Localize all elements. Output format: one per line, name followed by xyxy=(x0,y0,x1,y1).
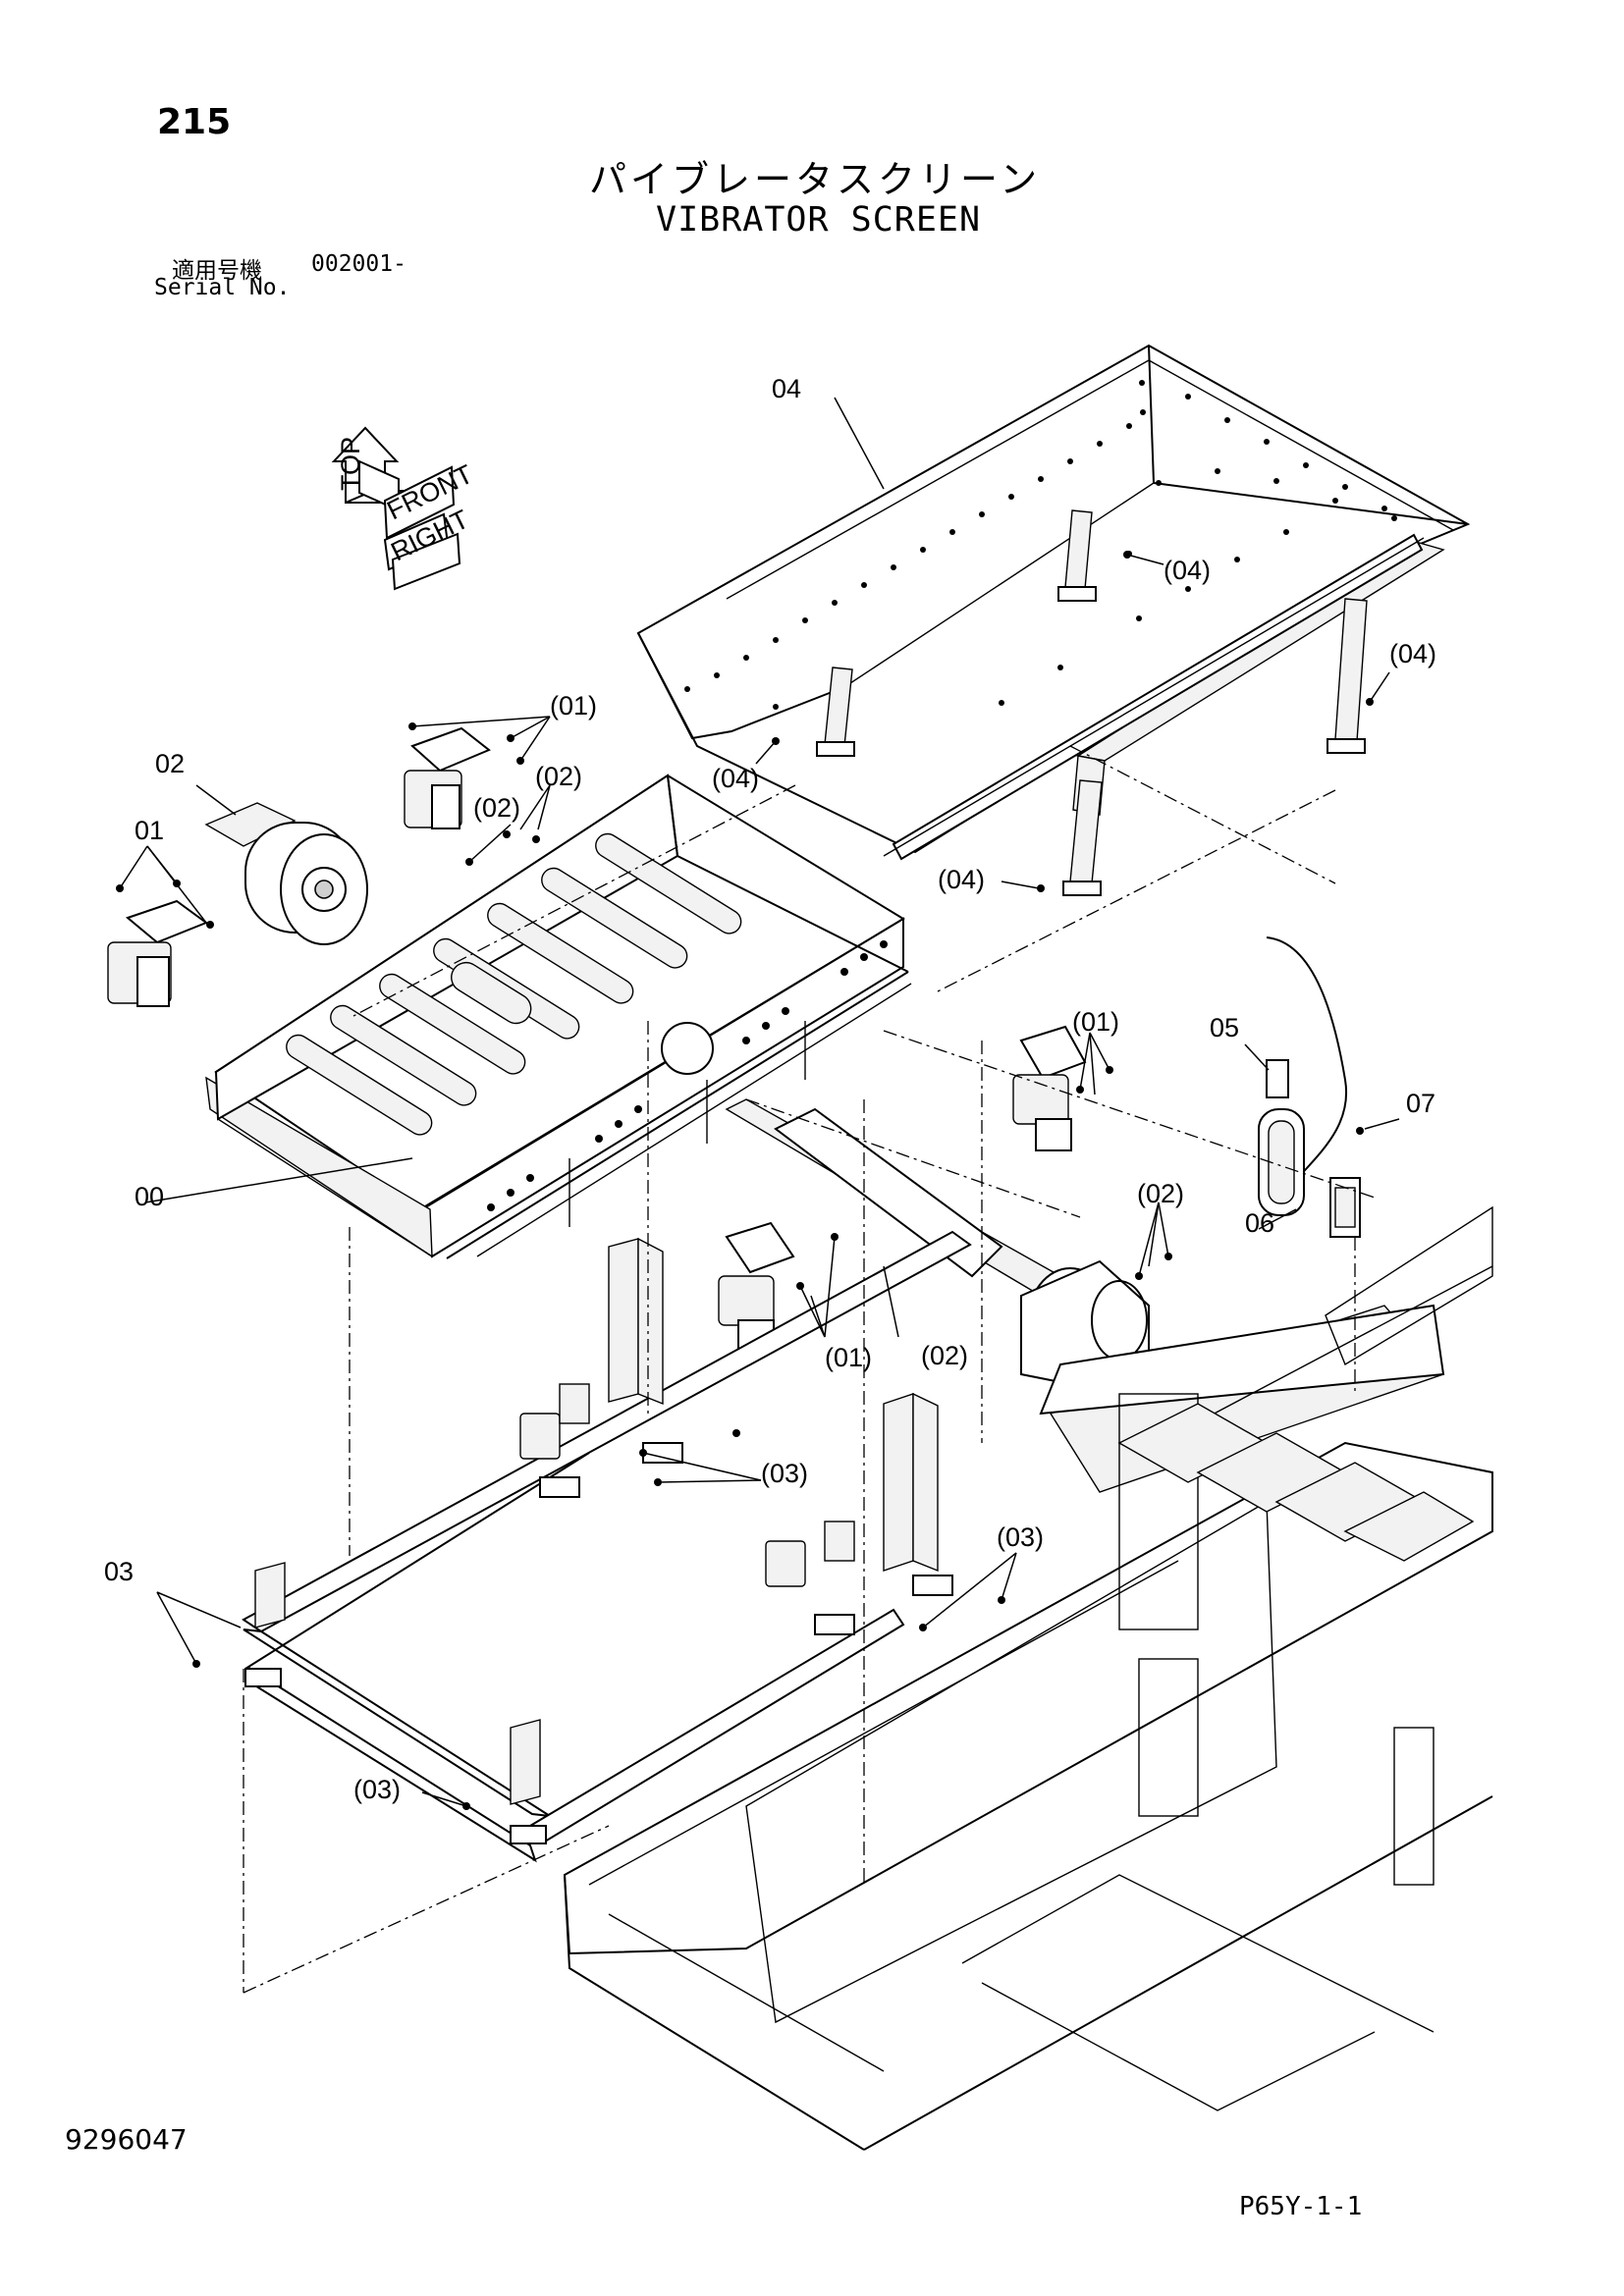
callout-03-bolts-a: (03) xyxy=(761,1459,808,1488)
vibrator-motor-left xyxy=(204,802,368,945)
screen-body-assembly xyxy=(205,774,912,1259)
mount-bracket-left xyxy=(107,899,209,1007)
page-number: 215 xyxy=(157,102,232,142)
callout-03-bolts-b: (03) xyxy=(997,1522,1044,1552)
serial-number-value: 002001- xyxy=(311,251,406,277)
callout-04-hopper: 04 xyxy=(772,374,801,403)
callout-06: 06 xyxy=(1245,1208,1274,1238)
hopper-assembly xyxy=(636,344,1471,896)
serial-label-english: Serial No. xyxy=(154,275,291,300)
mount-bracket-top xyxy=(404,726,491,829)
callout-01-bracket-bottom: (01) xyxy=(825,1343,872,1372)
direction-label-top: TOP xyxy=(336,437,365,491)
machine-chassis xyxy=(563,1205,1493,2151)
page-title-english: VIBRATOR SCREEN xyxy=(656,200,982,240)
drawing-number: 9296047 xyxy=(65,2123,188,2156)
direction-indicator-icon: TOP FRONT RIGHT xyxy=(331,426,477,591)
centerlines xyxy=(243,745,1376,1994)
callout-01-bracket-right: (01) xyxy=(1072,1007,1119,1037)
callout-00-screen-body: 00 xyxy=(135,1182,164,1211)
roller-set xyxy=(286,832,742,1136)
base-frame xyxy=(242,1230,972,1863)
serial-label-japanese: 適用号機 xyxy=(172,258,262,284)
callout-04-d: (04) xyxy=(938,865,985,894)
callout-03-frame: 03 xyxy=(104,1557,134,1586)
callout-07: 07 xyxy=(1406,1089,1435,1118)
page-title-japanese: パイブレータスクリーン xyxy=(589,158,1042,201)
callout-04-a: (04) xyxy=(1164,556,1211,585)
callout-01-bracket-top: (01) xyxy=(550,691,597,721)
sensor-assembly xyxy=(1258,936,1364,1238)
fastener-bolts xyxy=(116,551,1374,1810)
callout-02-motor: 02 xyxy=(155,749,185,778)
callout-02-bolts-a: (02) xyxy=(535,762,582,791)
callout-02-cover: (02) xyxy=(1137,1179,1184,1208)
callout-02-shaft: (02) xyxy=(921,1341,968,1370)
exciter-shaft xyxy=(725,1098,1150,1386)
callout-04-b: (04) xyxy=(1389,639,1436,668)
callout-04-c: (04) xyxy=(712,764,759,793)
callout-labels: 04 (04) (04) (04) (04) (01) (02) (02) 02… xyxy=(104,374,1436,1804)
callout-05: 05 xyxy=(1210,1013,1239,1042)
callout-03-bolts-c: (03) xyxy=(353,1775,401,1804)
leader-lines xyxy=(119,397,1400,1807)
mount-bracket-right xyxy=(1012,1025,1087,1151)
callout-01-motor: 01 xyxy=(135,816,164,845)
page-code: P65Y-1-1 xyxy=(1239,2192,1363,2221)
callout-02-bolts-b: (02) xyxy=(473,793,520,823)
